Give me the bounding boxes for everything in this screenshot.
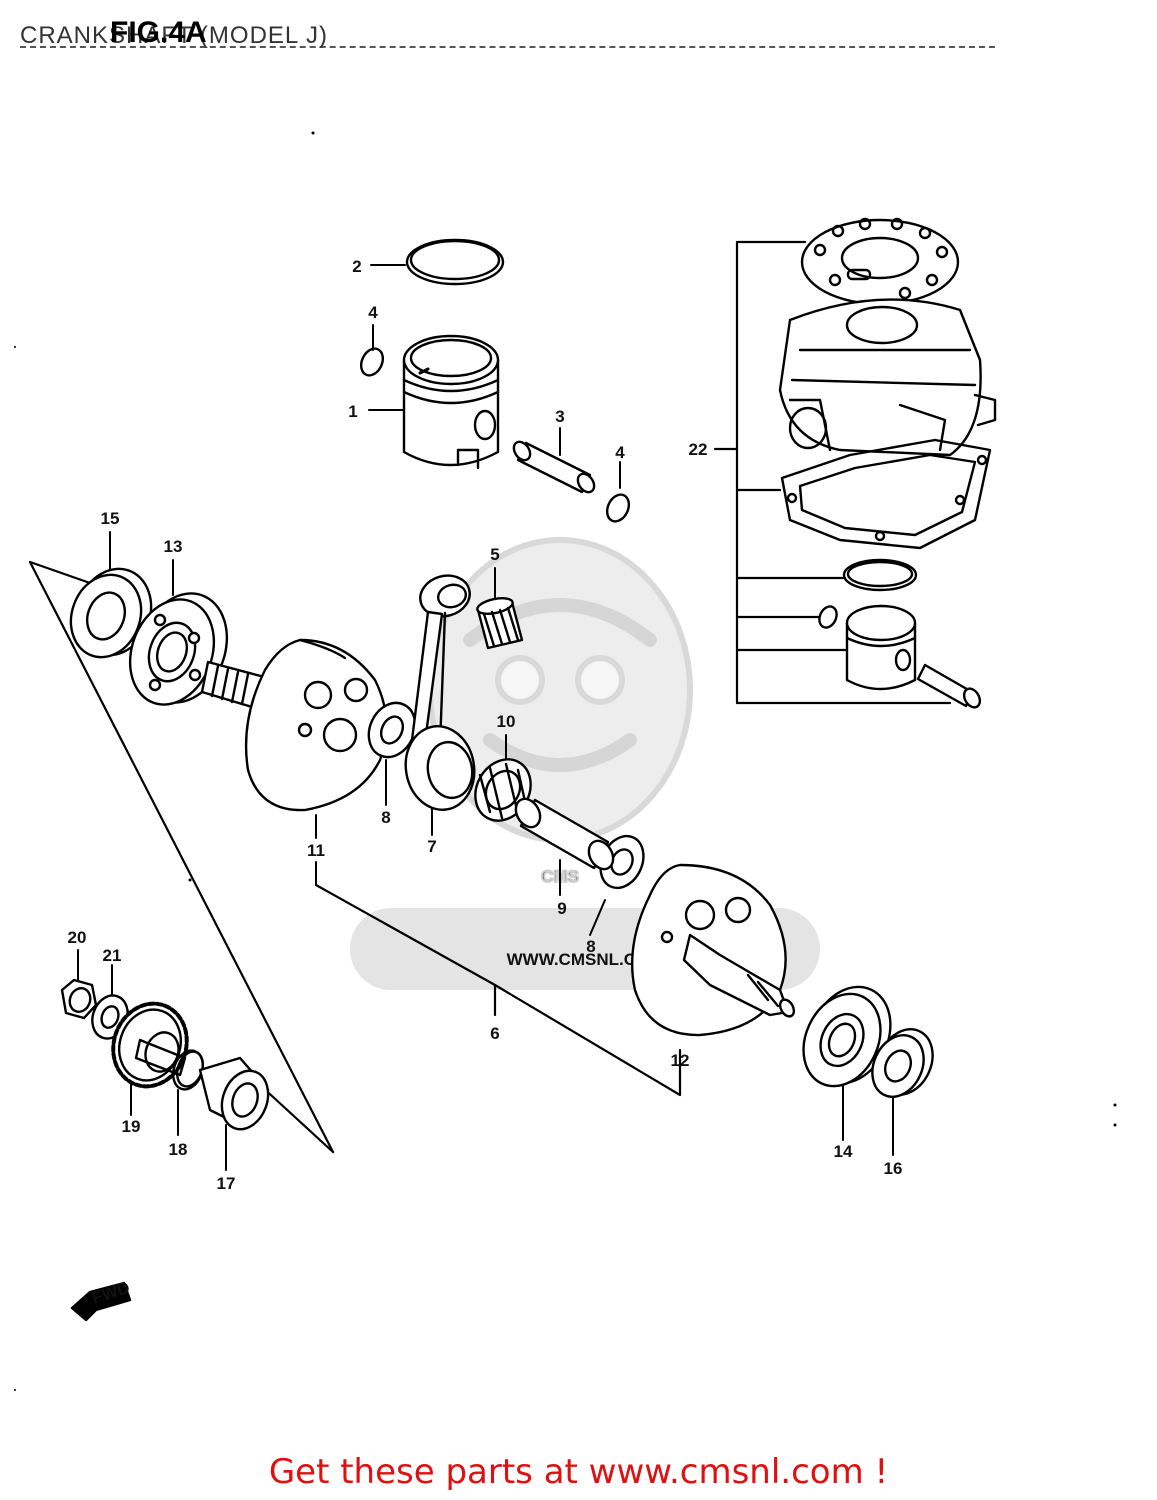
callout-22: 22 xyxy=(689,440,708,459)
cylinder-kit-circlip xyxy=(818,605,838,629)
footer-cta[interactable]: Get these parts at www.cmsnl.com ! xyxy=(268,1452,889,1492)
piston xyxy=(402,334,500,470)
callout-17: 17 xyxy=(217,1174,236,1193)
diagram-subtitle: CRANKSHAFT (MODEL J) xyxy=(20,22,329,49)
callout-10: 10 xyxy=(497,712,516,731)
crank-shaft-right xyxy=(682,933,796,1018)
gear-spacer xyxy=(198,1056,270,1131)
crank-bearing-left xyxy=(128,592,229,706)
figure-label: FIG.4A xyxy=(110,16,207,49)
assembly-brackets xyxy=(28,240,952,1154)
watermark-url: WWW.CMSNL.COM xyxy=(507,950,664,969)
connecting-rod xyxy=(404,574,476,811)
piston-ring xyxy=(405,238,505,286)
callout-7: 7 xyxy=(427,837,436,856)
callout-12: 12 xyxy=(671,1051,690,1070)
cylinder-kit-pin xyxy=(916,663,982,709)
cylinder-kit-piston xyxy=(845,604,917,691)
callout-20: 20 xyxy=(68,928,87,947)
callout-9: 9 xyxy=(557,899,566,918)
primary-drive-gear xyxy=(111,1001,189,1089)
callout-5: 5 xyxy=(490,545,499,564)
callout-numbers: 2 4 1 3 4 22 15 13 5 10 8 7 11 9 8 6 12 … xyxy=(68,257,903,1193)
callout-14: 14 xyxy=(834,1142,853,1161)
callout-6: 6 xyxy=(490,1024,499,1043)
title-rule xyxy=(20,46,995,48)
crank-pin xyxy=(514,797,615,871)
callout-4-lower: 4 xyxy=(615,443,625,462)
oil-seal-right xyxy=(871,1028,934,1098)
piston-pin xyxy=(512,440,596,494)
callout-8-left: 8 xyxy=(381,808,390,827)
crank-bearing-right xyxy=(802,985,892,1088)
piston-pin-circlip-upper xyxy=(359,347,385,377)
callout-15: 15 xyxy=(101,509,120,528)
callout-1: 1 xyxy=(348,402,357,421)
callout-21: 21 xyxy=(103,946,122,965)
callout-11: 11 xyxy=(307,841,325,860)
callout-4-upper: 4 xyxy=(368,303,378,322)
scan-specks xyxy=(14,131,1117,1391)
leader-lines xyxy=(77,264,894,1171)
crank-web-left xyxy=(244,638,388,812)
callout-3: 3 xyxy=(555,407,564,426)
callout-19: 19 xyxy=(122,1117,141,1136)
small-end-bearing xyxy=(476,596,524,650)
cylinder-kit-ring xyxy=(842,558,918,592)
cylinder-base-gasket xyxy=(780,438,992,550)
callout-18: 18 xyxy=(169,1140,188,1159)
thrust-washer-left xyxy=(367,701,417,759)
cylinder-head-gasket xyxy=(800,217,960,306)
callout-8-right: 8 xyxy=(586,937,595,956)
cylinder-body xyxy=(778,298,997,457)
fwd-direction-arrow xyxy=(70,1281,132,1322)
oil-seal-left xyxy=(69,567,153,659)
callout-16: 16 xyxy=(884,1159,903,1178)
callout-2: 2 xyxy=(352,257,361,276)
piston-pin-circlip-lower xyxy=(605,493,631,523)
big-end-bearing xyxy=(474,758,532,822)
callout-13: 13 xyxy=(164,537,183,556)
crank-nut xyxy=(60,978,98,1020)
